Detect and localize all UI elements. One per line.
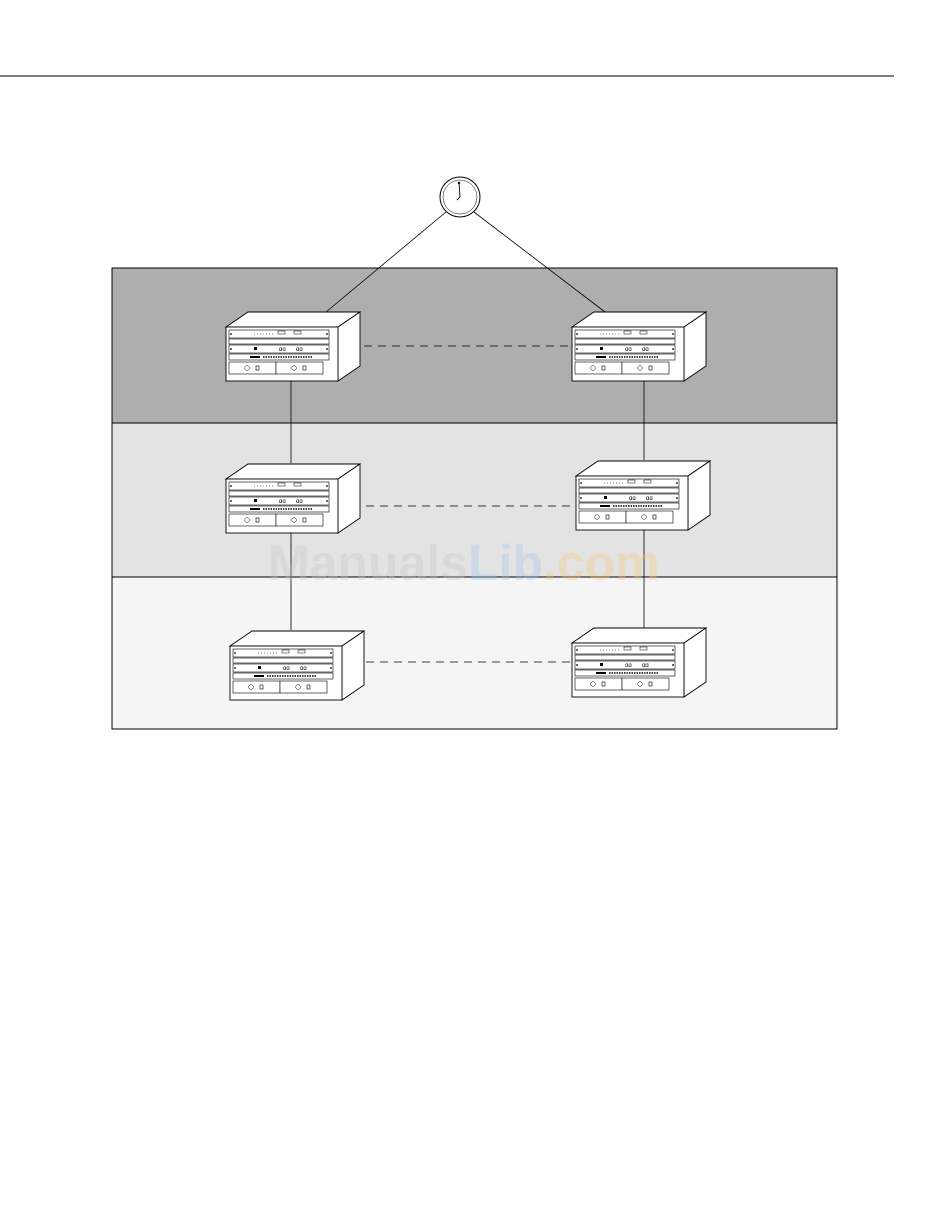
chassis-tier1-right — [572, 312, 706, 381]
watermark-part2: Lib — [468, 535, 543, 591]
chassis-tier3-right — [572, 628, 706, 697]
watermark-part3: .com — [543, 535, 660, 591]
clock-icon — [440, 177, 480, 217]
chassis-tier3-left — [230, 631, 364, 700]
tier-band-1 — [112, 268, 837, 423]
watermark: ManualsLib.com — [268, 535, 660, 591]
tier-band-3 — [112, 577, 837, 729]
chassis-tier2-right — [576, 461, 710, 530]
chassis-tier1-left — [226, 312, 360, 381]
chassis-tier2-left — [226, 464, 360, 533]
watermark-part1: Manuals — [268, 535, 468, 591]
